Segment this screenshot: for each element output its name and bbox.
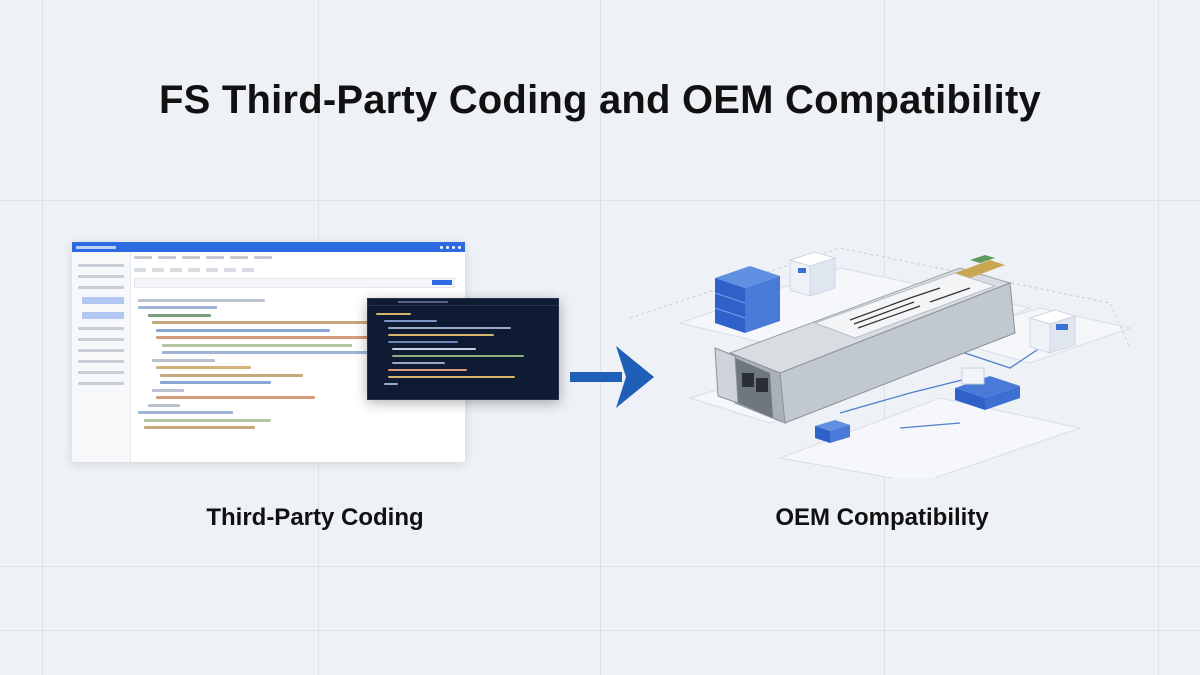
- editor-menubar: [134, 256, 461, 262]
- left-caption: Third-Party Coding: [206, 504, 424, 531]
- sfp-scene-illustration: [629, 247, 1132, 478]
- page-title: FS Third-Party Coding and OEM Compatibil…: [159, 78, 1041, 122]
- switch-icon: [955, 367, 1020, 410]
- server-rack-icon: [1028, 309, 1077, 354]
- editor-toolbar: [134, 268, 455, 274]
- sfp-transceiver-icon: [714, 255, 1016, 424]
- white-server-icon: [788, 251, 837, 297]
- editor-sidebar: [72, 252, 131, 462]
- server-stack-icon: [714, 266, 780, 333]
- terminal-panel-illustration: [367, 298, 559, 400]
- right-caption: OEM Compatibility: [775, 504, 989, 531]
- code-lines: [138, 294, 455, 434]
- editor-searchbar: [134, 278, 455, 288]
- editor-titlebar: [72, 242, 465, 252]
- small-module-icon: [815, 420, 850, 443]
- arrow-right-icon: [570, 346, 654, 408]
